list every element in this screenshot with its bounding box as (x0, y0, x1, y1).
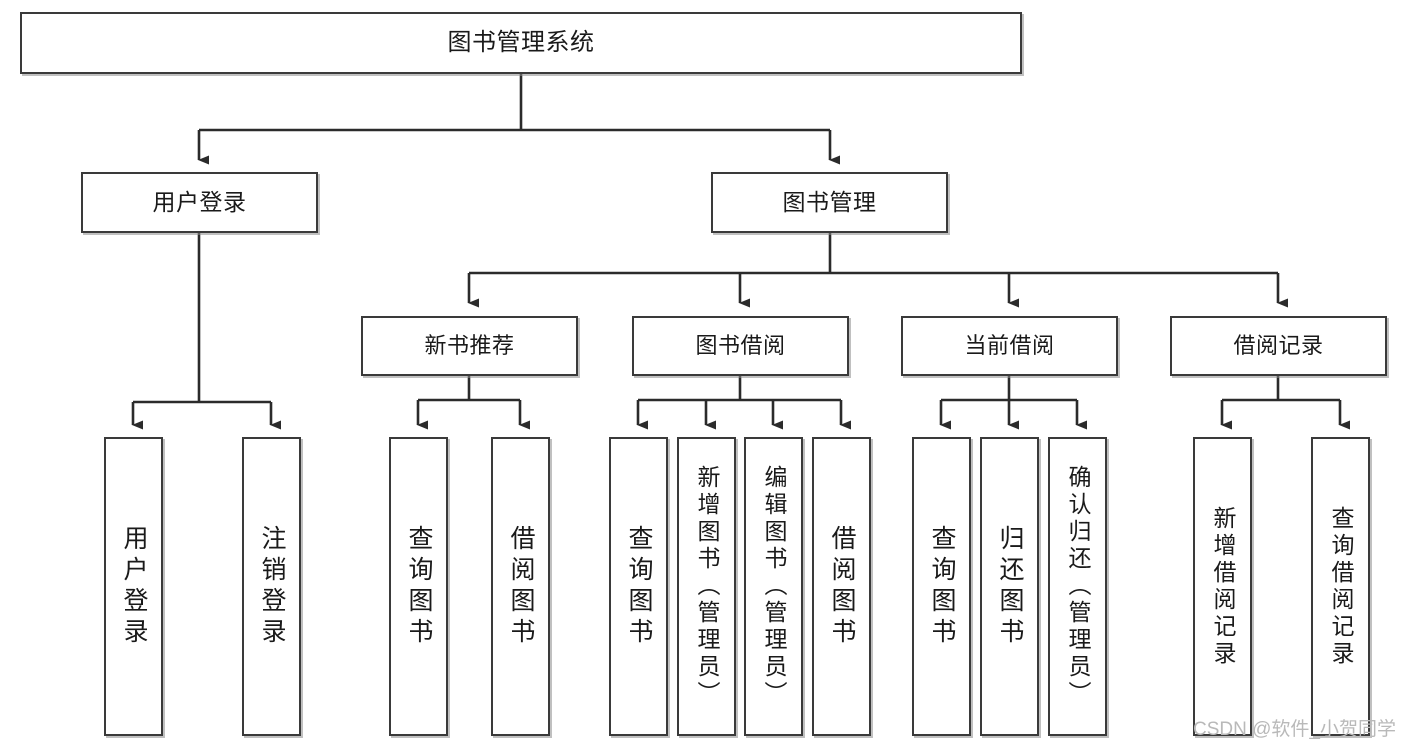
leaf-borrow-book-1[interactable]: 借阅图书 (491, 437, 550, 736)
leaf-query-book-2[interactable]: 查询图书 (609, 437, 668, 736)
leaf-return-book[interactable]: 归还图书 (980, 437, 1039, 736)
node-borrow-record[interactable]: 借阅记录 (1170, 316, 1387, 376)
leaf-query-book-1[interactable]: 查询图书 (389, 437, 448, 736)
leaf-add-book-label: 新增图书（管理员） (694, 465, 720, 708)
node-current-borrow-label: 当前借阅 (964, 333, 1055, 359)
leaf-logout-label: 注销登录 (258, 524, 286, 649)
leaf-user-login[interactable]: 用户登录 (104, 437, 163, 736)
leaf-query-book-3[interactable]: 查询图书 (912, 437, 971, 736)
leaf-user-login-label: 用户登录 (120, 524, 148, 649)
node-new-book-recommend[interactable]: 新书推荐 (361, 316, 578, 376)
leaf-borrow-book-2-label: 借阅图书 (828, 524, 856, 649)
node-root-label: 图书管理系统 (447, 28, 595, 56)
leaf-confirm-return[interactable]: 确认归还（管理员） (1048, 437, 1107, 736)
leaf-add-book[interactable]: 新增图书（管理员） (677, 437, 736, 736)
node-book-manage-label: 图书管理 (782, 188, 877, 215)
leaf-confirm-return-label: 确认归还（管理员） (1065, 465, 1091, 708)
leaf-logout[interactable]: 注销登录 (242, 437, 301, 736)
leaf-borrow-book-1-label: 借阅图书 (507, 524, 535, 649)
leaf-add-record[interactable]: 新增借阅记录 (1193, 437, 1252, 736)
node-current-borrow[interactable]: 当前借阅 (901, 316, 1118, 376)
leaf-edit-book[interactable]: 编辑图书（管理员） (744, 437, 803, 736)
node-book-manage[interactable]: 图书管理 (711, 172, 948, 233)
node-user-login-label: 用户登录 (152, 188, 247, 215)
leaf-query-book-2-label: 查询图书 (625, 524, 653, 649)
node-book-borrow[interactable]: 图书借阅 (632, 316, 849, 376)
leaf-add-record-label: 新增借阅记录 (1210, 505, 1236, 668)
leaf-return-book-label: 归还图书 (996, 524, 1024, 649)
node-root[interactable]: 图书管理系统 (20, 12, 1022, 74)
node-borrow-record-label: 借阅记录 (1233, 333, 1324, 359)
leaf-edit-book-label: 编辑图书（管理员） (761, 465, 787, 708)
leaf-query-record[interactable]: 查询借阅记录 (1311, 437, 1370, 736)
leaf-query-record-label: 查询借阅记录 (1328, 505, 1354, 668)
leaf-query-book-1-label: 查询图书 (405, 524, 433, 649)
node-new-book-recommend-label: 新书推荐 (424, 333, 515, 359)
node-book-borrow-label: 图书借阅 (695, 333, 786, 359)
leaf-borrow-book-2[interactable]: 借阅图书 (812, 437, 871, 736)
leaf-query-book-3-label: 查询图书 (928, 524, 956, 649)
node-user-login[interactable]: 用户登录 (81, 172, 318, 233)
